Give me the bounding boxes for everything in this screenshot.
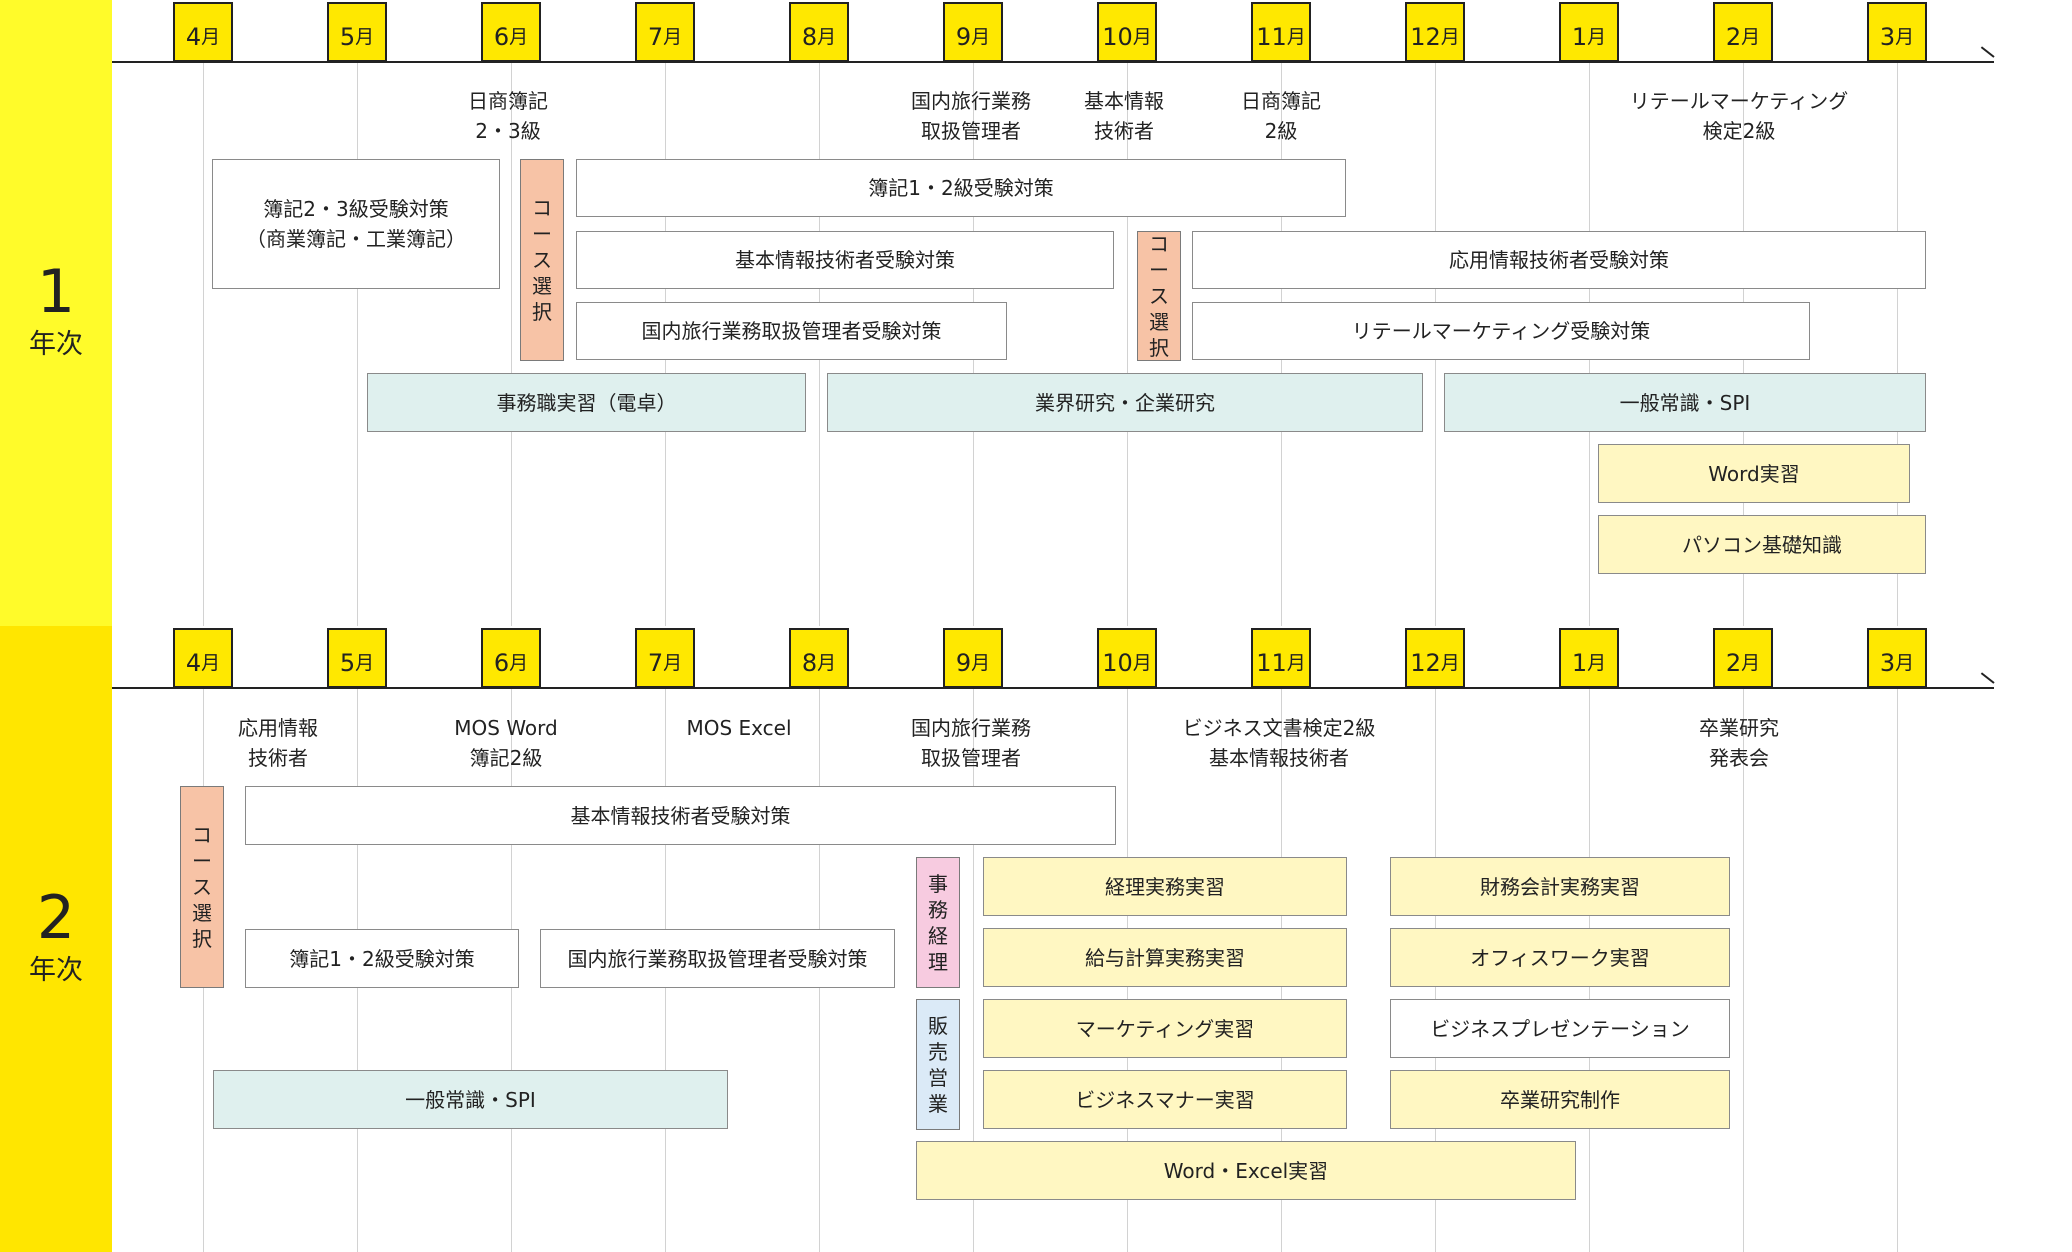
exam-label: 応用情報技術者 [238, 716, 318, 770]
sales-course-bar: 販売営業 [916, 999, 960, 1130]
course-bar: 一般常識・SPI [213, 1070, 728, 1129]
course-bar: 応用情報技術者受験対策 [1192, 231, 1926, 289]
timeline-arrow [1980, 672, 1995, 684]
course-bar: パソコン基礎知識 [1598, 515, 1926, 574]
course-bar: 一般常識・SPI [1444, 373, 1926, 432]
exam-label: 国内旅行業務取扱管理者 [911, 89, 1031, 143]
course-bar: Word実習 [1598, 444, 1910, 503]
course-selection-bar: コース選択 [1137, 231, 1181, 361]
exam-label: 国内旅行業務取扱管理者 [911, 716, 1031, 770]
timeline-axis-year-1 [112, 61, 1994, 63]
year-label: 年次 [29, 329, 83, 360]
month-gridline [511, 62, 512, 626]
course-bar: 国内旅行業務取扱管理者受験対策 [576, 302, 1007, 360]
month-gridline [1897, 688, 1898, 1252]
course-selection-bar: コース選択 [520, 159, 564, 361]
course-bar: 簿記1・2級受験対策 [245, 929, 519, 988]
exam-label: MOS Excel [686, 716, 792, 740]
year-1-band: 1 年次 [0, 0, 112, 626]
course-selection-bar: コース選択 [180, 786, 224, 988]
course-bar: 簿記1・2級受験対策 [576, 159, 1346, 217]
month-gridline [1897, 62, 1898, 626]
month-gridline [203, 62, 204, 626]
course-bar: 卒業研究制作 [1390, 1070, 1730, 1129]
exam-label: 卒業研究発表会 [1699, 716, 1779, 770]
course-bar: マーケティング実習 [983, 999, 1347, 1058]
year-number: 2 [36, 883, 76, 953]
month-gridline [357, 62, 358, 626]
timeline-axis-year-2 [112, 687, 1994, 689]
course-bar: 財務会計実務実習 [1390, 857, 1730, 916]
timeline-arrow [1980, 46, 1995, 58]
course-bar: 国内旅行業務取扱管理者受験対策 [540, 929, 895, 988]
month-gridline [973, 688, 974, 1252]
year-number: 1 [36, 257, 76, 327]
course-bar: リテールマーケティング受験対策 [1192, 302, 1810, 360]
course-bar: 基本情報技術者受験対策 [576, 231, 1114, 289]
exam-label: 基本情報技術者 [1084, 89, 1164, 143]
exam-label: リテールマーケティング検定2級 [1629, 89, 1849, 143]
course-bar: 基本情報技術者受験対策 [245, 786, 1116, 845]
course-bar: 事務職実習（電卓） [367, 373, 806, 432]
office-accounting-course-bar: 事務経理 [916, 857, 960, 988]
year-label: 年次 [29, 955, 83, 986]
course-bar: 給与計算実務実習 [983, 928, 1347, 987]
course-bar: ビジネスプレゼンテーション [1390, 999, 1730, 1058]
course-bar: 業界研究・企業研究 [827, 373, 1423, 432]
year-2-band: 2 年次 [0, 626, 112, 1252]
course-bar: 経理実務実習 [983, 857, 1347, 916]
month-gridline [1743, 688, 1744, 1252]
course-bar: 簿記2・3級受験対策（商業簿記・工業簿記） [212, 159, 500, 289]
exam-label: ビジネス文書検定2級基本情報技術者 [1182, 716, 1376, 770]
course-bar: Word・Excel実習 [916, 1141, 1576, 1200]
course-bar: オフィスワーク実習 [1390, 928, 1730, 987]
course-bar: ビジネスマナー実習 [983, 1070, 1347, 1129]
month-gridline [1127, 62, 1128, 626]
